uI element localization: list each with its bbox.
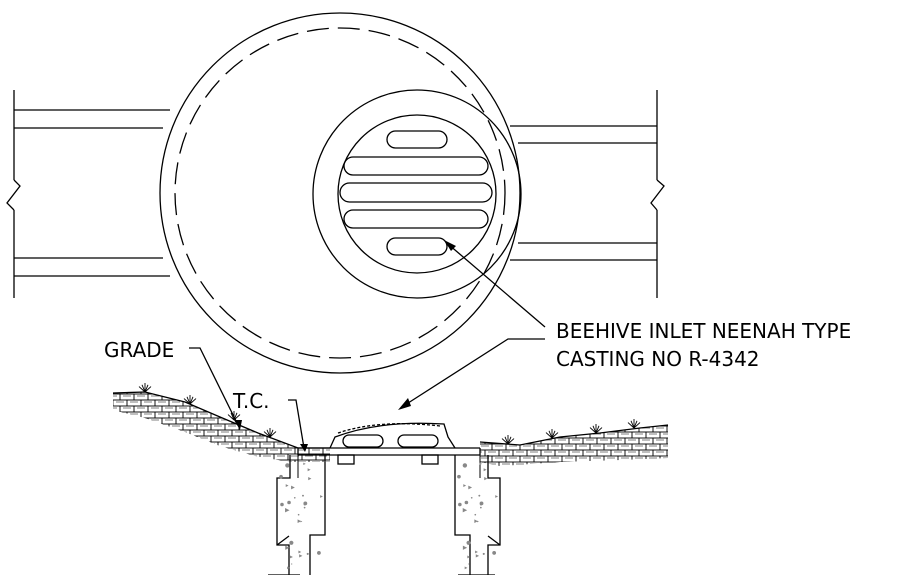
right-grade-fill bbox=[479, 424, 669, 466]
callout-line-1: BEEHIVE INLET NEENAH TYPE bbox=[556, 319, 851, 343]
right-concrete-wall bbox=[454, 455, 501, 575]
beehive-leader-lines bbox=[398, 240, 546, 410]
grate-slots bbox=[339, 130, 493, 256]
tc-leader bbox=[288, 399, 305, 449]
beehive-casting-section bbox=[297, 422, 481, 465]
left-concrete-wall bbox=[268, 455, 326, 575]
casting-frame-outer bbox=[312, 89, 522, 299]
manhole-outer-circle bbox=[159, 12, 521, 374]
grade-label: GRADE bbox=[104, 338, 174, 362]
grass-tufts bbox=[138, 383, 641, 445]
left-pipe bbox=[6, 90, 170, 298]
casting-frame-inner bbox=[337, 114, 497, 274]
callout-line-2: CASTING NO R-4342 bbox=[556, 347, 760, 371]
grade-leader bbox=[189, 347, 239, 426]
tc-label: T.C. bbox=[232, 389, 270, 413]
manhole-inner-hidden-circle bbox=[174, 27, 506, 359]
right-pipe bbox=[510, 90, 665, 298]
